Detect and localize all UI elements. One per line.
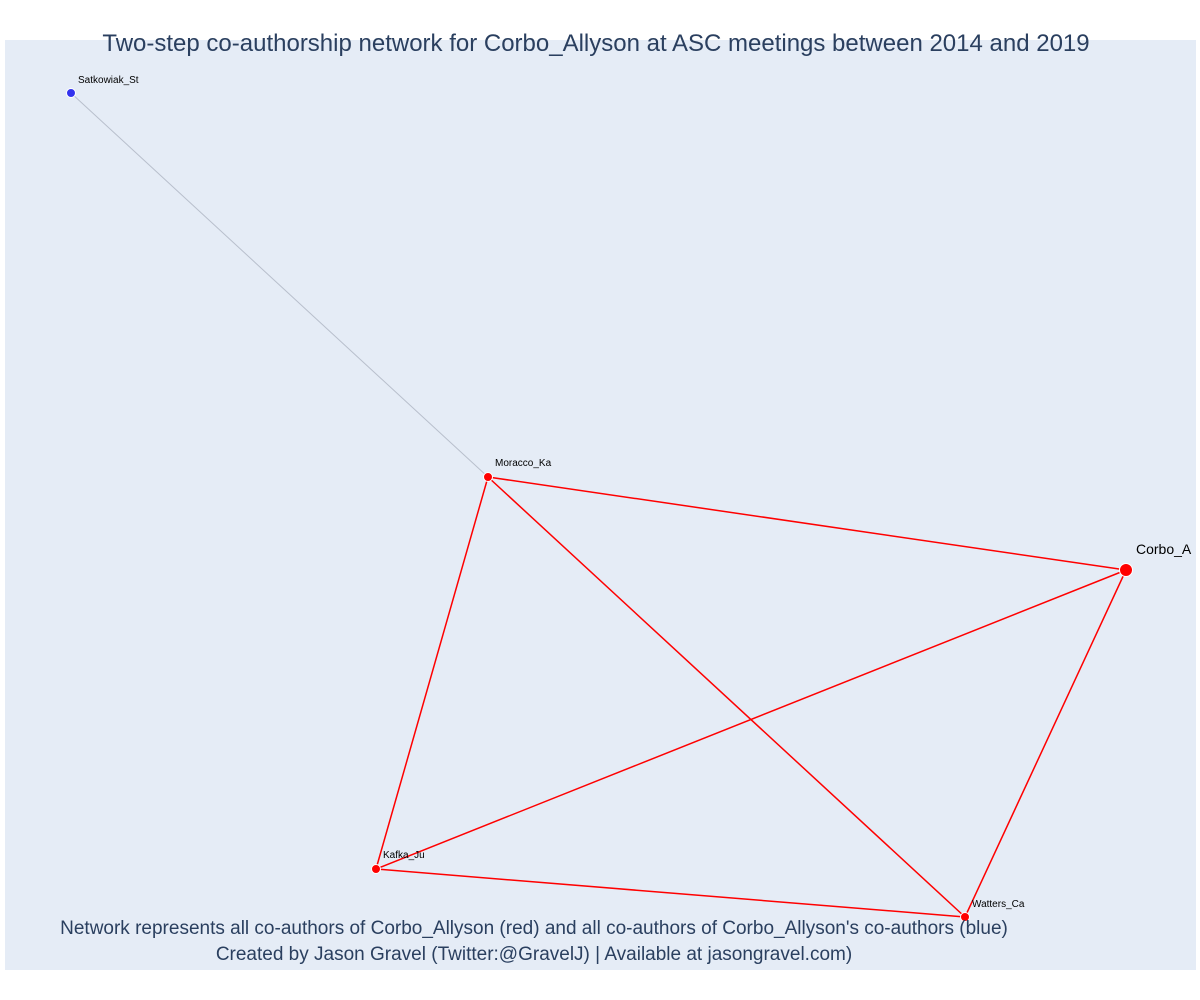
figure-title: Two-step co-authorship network for Corbo… <box>102 30 1090 57</box>
edge-Satkowiak_St-Moracco_Ka <box>70 92 489 478</box>
edge-Watters_Ca-Corbo_A <box>964 569 1127 918</box>
node-label-Kafka_Ju: Kafka_Ju <box>383 850 425 861</box>
node-label-Watters_Ca: Watters_Ca <box>972 899 1025 910</box>
edges-layer <box>70 92 1127 918</box>
node-label-Satkowiak_St: Satkowiak_St <box>78 75 139 86</box>
plot-area <box>5 40 1196 970</box>
caption-line-2: Created by Jason Gravel (Twitter:@Gravel… <box>215 944 853 965</box>
edge-Moracco_Ka-Watters_Ca <box>487 476 966 918</box>
nodes-layer <box>66 88 1133 922</box>
node-label-Moracco_Ka: Moracco_Ka <box>495 458 552 469</box>
edge-Moracco_Ka-Kafka_Ju <box>375 476 489 870</box>
caption-line-1: Network represents all co-authors of Cor… <box>60 918 1008 939</box>
node-Moracco_Ka[interactable] <box>483 472 493 482</box>
edge-Kafka_Ju-Watters_Ca <box>375 868 966 918</box>
edge-Kafka_Ju-Corbo_A <box>375 569 1127 870</box>
node-Satkowiak_St[interactable] <box>66 88 76 98</box>
node-label-Corbo_A: Corbo_A <box>1136 541 1192 557</box>
node-Watters_Ca[interactable] <box>960 912 970 922</box>
node-Kafka_Ju[interactable] <box>371 864 381 874</box>
edge-Moracco_Ka-Corbo_A <box>487 476 1127 571</box>
node-Corbo_A[interactable] <box>1119 563 1133 577</box>
